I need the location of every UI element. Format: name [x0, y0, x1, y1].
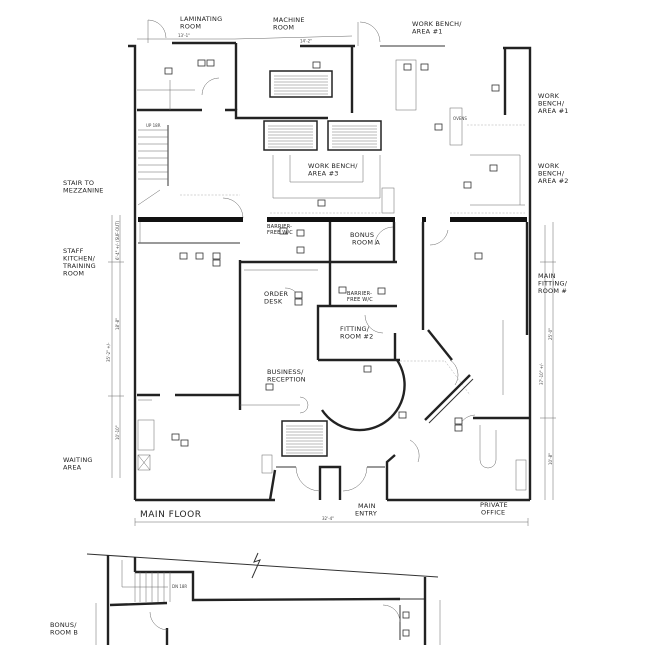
structural-beam — [138, 217, 527, 222]
outlet-box — [398, 411, 407, 419]
label-work-bench-1-top: WORK BENCH/AREA #1 — [412, 20, 462, 36]
outlet-box — [296, 229, 305, 237]
outlet-box — [454, 417, 463, 425]
exterior-walls — [128, 41, 532, 502]
outlet-box — [212, 259, 221, 267]
dim-right-total: 37'-10" +/- — [539, 362, 544, 385]
note-box-electrical-1 — [263, 120, 318, 151]
dim-right-low: 10'-8" — [548, 453, 553, 465]
dim-overall-width: 32'-4" — [322, 516, 334, 521]
dim-left-top: 6'-4" +/- (SUF-OUT) — [115, 220, 120, 260]
note-text-lines — [268, 75, 377, 454]
outlet-box — [197, 59, 206, 67]
plan-title: MAIN FLOOR — [140, 510, 201, 520]
outlet-box — [171, 433, 180, 441]
outlet-box — [420, 63, 429, 71]
outlet-box — [312, 61, 321, 69]
outlet-box — [491, 84, 500, 92]
outlet-box — [265, 383, 274, 391]
outlet-box — [179, 252, 188, 260]
outlet-box — [206, 59, 215, 67]
dim-left-low: 10'-10" — [115, 425, 120, 440]
stair: UP 18R — [137, 123, 169, 206]
lower-stair — [121, 560, 171, 602]
label-barrier-free-wc-1: BARRIER-FREE W/C — [267, 224, 293, 236]
outlet-box — [338, 286, 347, 294]
interior-walls-upper — [137, 43, 525, 214]
dim-right-mid: 25'-0" — [548, 328, 553, 340]
outlet-box — [180, 439, 189, 447]
outlet-box — [279, 227, 288, 235]
note-box-machine — [269, 70, 333, 98]
label-business-reception: BUSINESS/RECEPTION — [267, 368, 306, 384]
outlet-box — [294, 298, 303, 306]
label-work-bench-3: WORK BENCH/AREA #3 — [308, 162, 358, 178]
dim-machine: 14'-2" — [300, 39, 312, 44]
dim-left-mid: 18'-8" — [115, 318, 120, 330]
interior-walls-lower — [137, 222, 530, 491]
outlet-box — [317, 199, 326, 207]
outlet-box — [454, 424, 463, 432]
outlet-box — [212, 252, 221, 260]
lower-plan: DN 18R BONUS/ROOM B — [50, 552, 441, 645]
outlet-boxes — [164, 59, 500, 447]
stair-up-label: UP 18R — [146, 123, 161, 128]
outlet-box — [296, 246, 305, 254]
label-barrier-free-wc-2: BARRIER-FREE W/C — [347, 291, 373, 303]
outlet-box — [363, 365, 372, 373]
dim-left-total: 35'-2" +/- — [106, 342, 111, 362]
outlet-box — [463, 181, 472, 189]
oven-label: OVENS — [453, 116, 467, 121]
outlet-box — [489, 164, 498, 172]
dim-laminating: 13'-1" — [178, 33, 190, 38]
outlet-box — [403, 63, 412, 71]
outlet-box — [474, 252, 483, 260]
stair-down-label: DN 18R — [172, 584, 187, 589]
dimension-lines: 13'-1" 14'-2" 32'-4" 35'-2" +/- 18'-8" 1… — [106, 33, 556, 526]
label-fitting-room-2: FITTING/ROOM #2 — [340, 325, 373, 341]
outlet-box — [195, 252, 204, 260]
outlet-box — [434, 123, 443, 131]
label-bonus-room-b: BONUS/ROOM B — [50, 621, 78, 637]
outlet-box — [377, 287, 386, 295]
note-box-electrical-2 — [327, 120, 382, 151]
outlet-box — [294, 291, 303, 299]
outlet-box — [164, 67, 173, 75]
